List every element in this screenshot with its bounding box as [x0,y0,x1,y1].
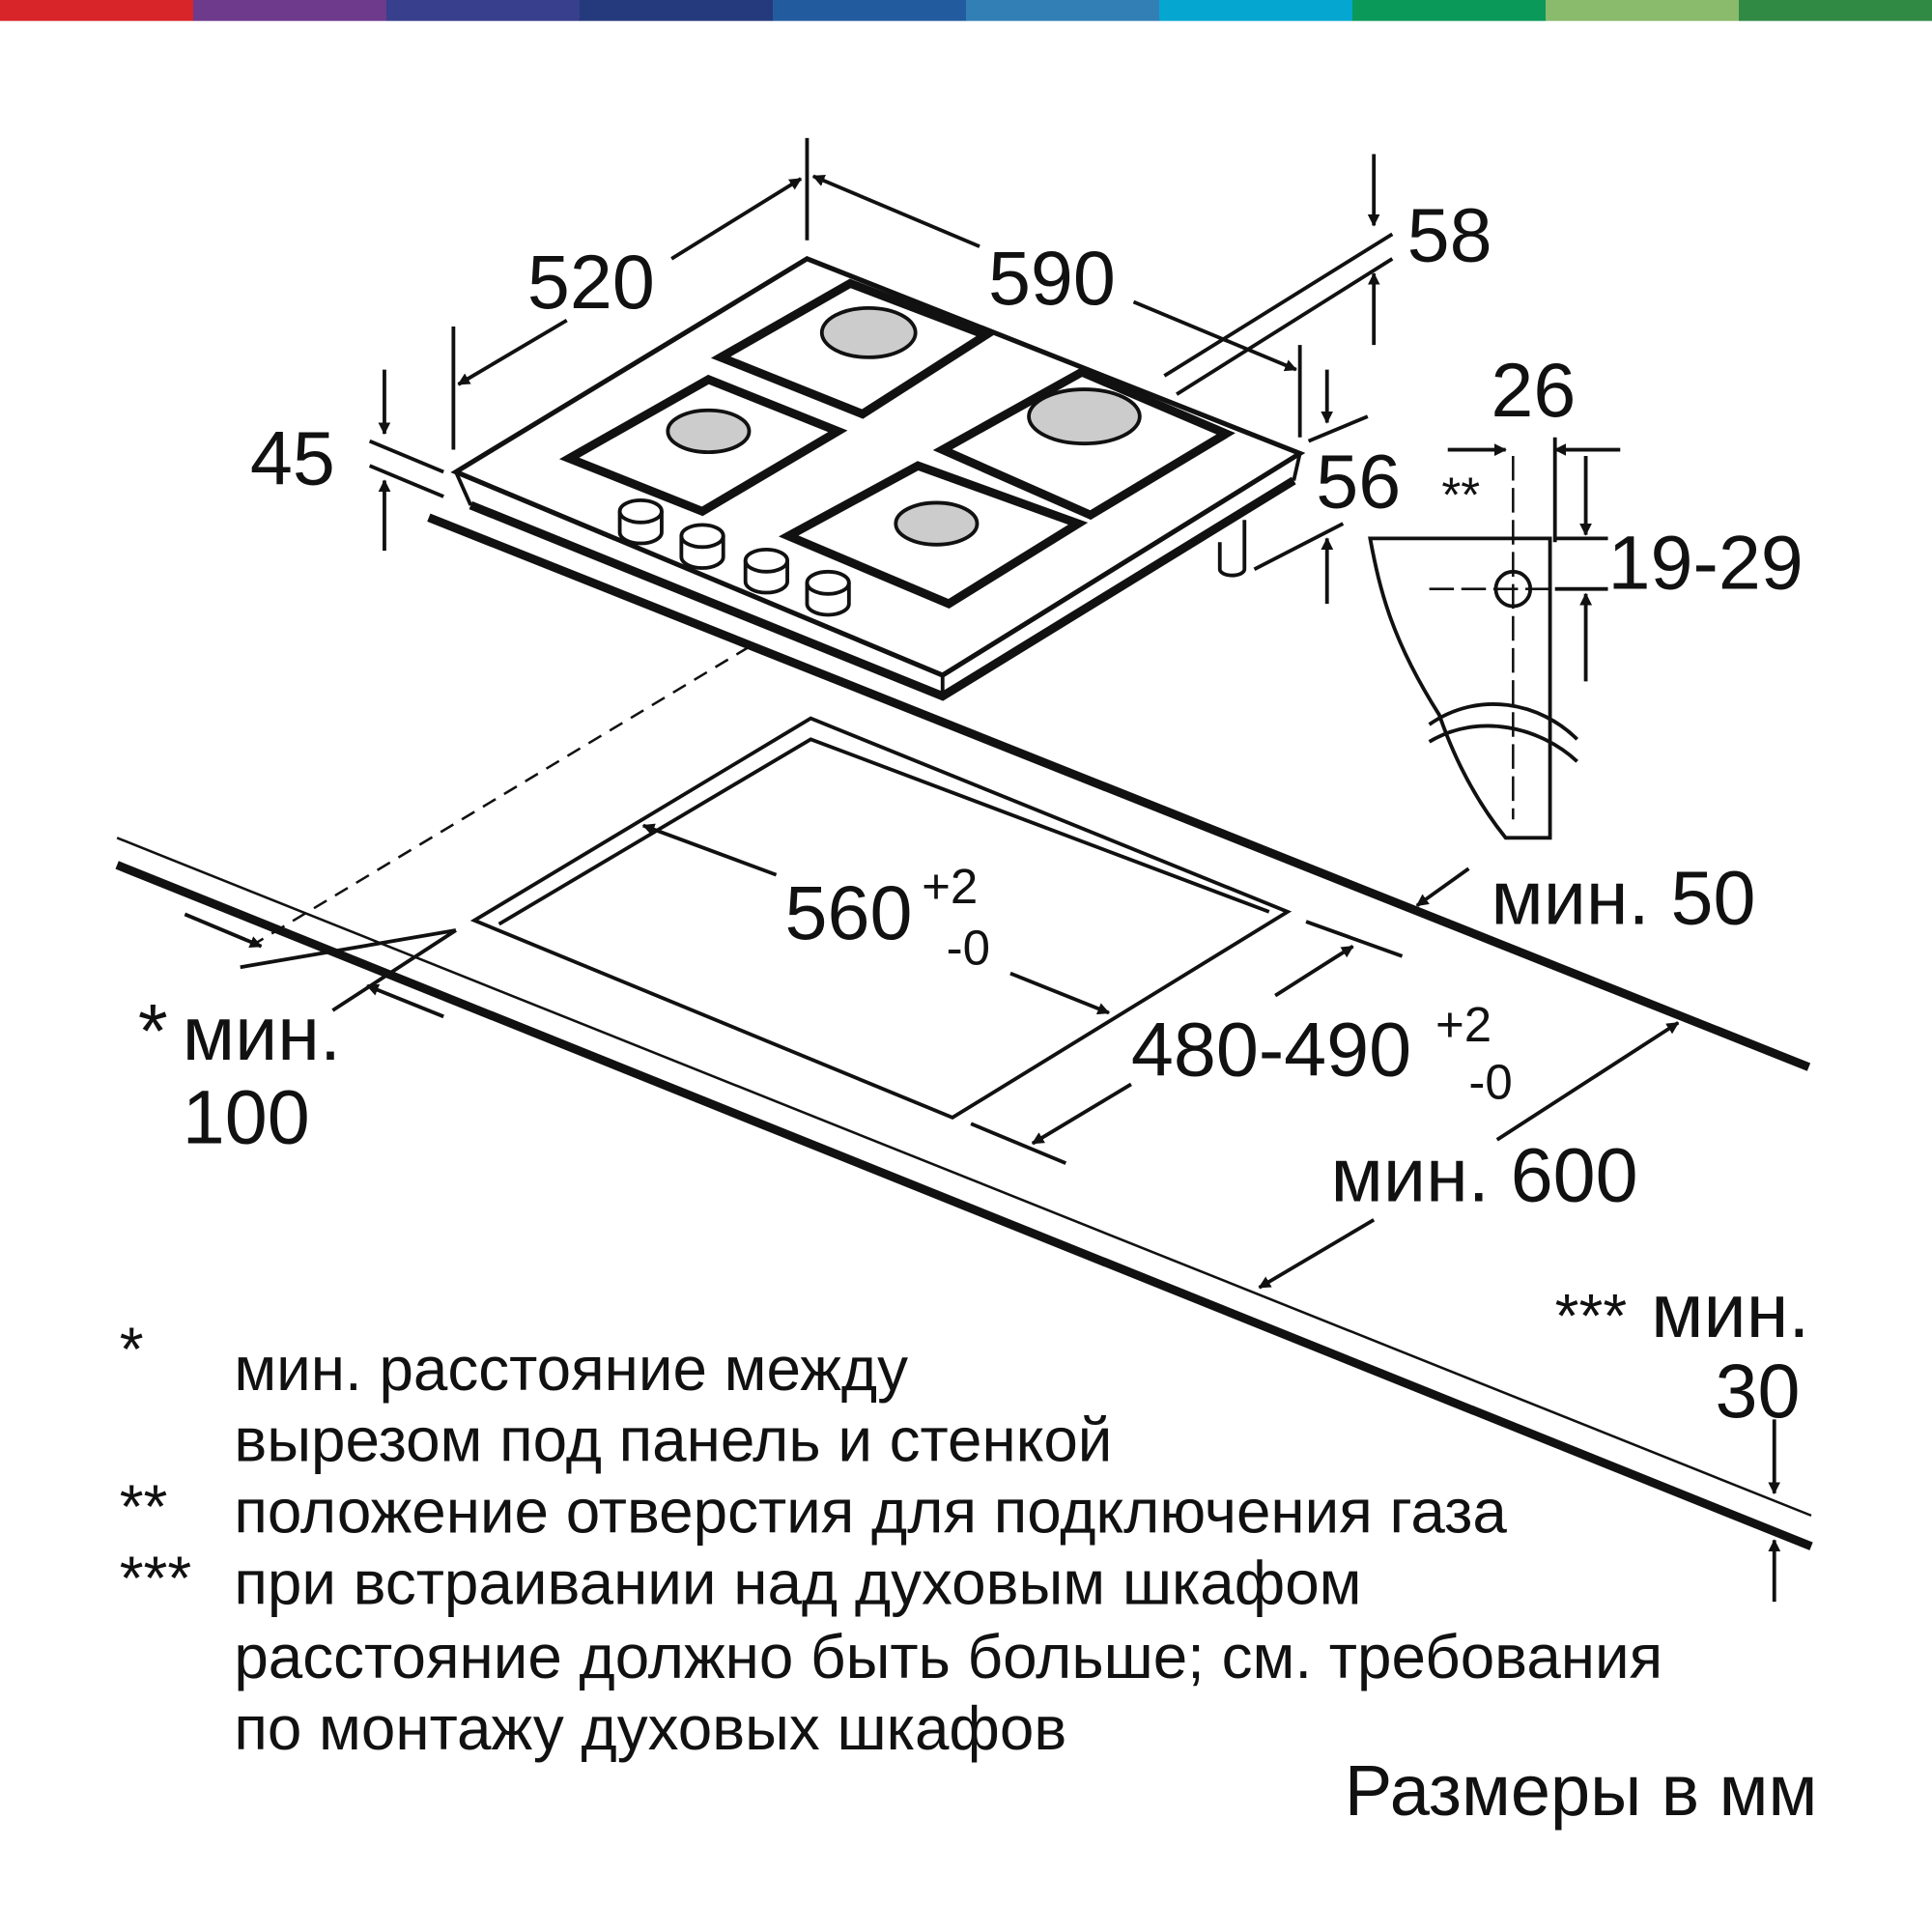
dim-min-worktop-stars: *** [1555,1281,1627,1350]
dim-min-side-value: 100 [183,1074,310,1160]
dim-cutout-depth: 480-490 [1131,1007,1411,1093]
brand-color-bar [0,0,1932,21]
color-bar-segment [193,0,387,21]
dim-min-back: мин. 50 [1491,855,1755,941]
dim-min-side-label: мин. [183,990,341,1076]
dim-cutout-depth-tol-plus: +2 [1435,997,1492,1052]
color-bar-segment [1738,0,1932,21]
note-marker: * [120,1314,144,1383]
dim-gas-offset: 26 [1491,347,1576,433]
color-bar-segment [773,0,967,21]
dimension-lines [184,137,1774,1603]
color-bar-segment [386,0,581,21]
dim-min-worktop-label: мин. [1651,1267,1809,1353]
cutout-outline [469,716,1293,1121]
footnotes: * мин. расстояние между вырезом под пане… [120,1314,1662,1763]
color-bar-segment [580,0,774,21]
dim-cutout-width: 560 [785,869,913,955]
burner-left [558,374,848,517]
note-line: положение отверстия для подключения газа [234,1477,1507,1547]
units-label: Размеры в мм [1345,1750,1818,1831]
worktop [115,513,1813,1550]
dim-cutout-width-tol-minus: -0 [947,921,990,976]
dim-cutout-depth-tol-minus: -0 [1468,1055,1512,1110]
control-knobs [617,497,851,617]
note-line: мин. расстояние между [234,1334,908,1404]
dim-min-depth: мин. 600 [1331,1132,1638,1218]
dim-gas-height: 19-29 [1608,520,1804,606]
burner-back [710,278,996,419]
hob-bottom-edge [469,476,1296,701]
note-marker: ** [120,1472,168,1542]
burner-right [932,367,1236,521]
note-line: вырезом под панель и стенкой [234,1406,1112,1475]
dim-height-body: 56 [1316,439,1401,525]
dim-width: 590 [988,235,1116,321]
dim-height-total: 58 [1407,191,1492,277]
gas-connection-detail [1368,455,1603,840]
dim-depth: 520 [527,239,655,325]
color-bar-segment [1159,0,1353,21]
gas-connector [1217,520,1247,578]
color-bar-segment [966,0,1160,21]
note-line: расстояние должно быть больше; см. требо… [234,1622,1662,1691]
gas-marker: ** [1441,467,1480,522]
dim-cutout-width-tol-plus: +2 [922,859,978,914]
note-line: при встраивании над духовым шкафом [234,1548,1361,1618]
dim-min-side-star: * [138,987,168,1073]
note-line: по монтажу духовых шкафов [234,1693,1066,1763]
color-bar-segment [1352,0,1547,21]
hob-drawing [450,256,1306,701]
dim-min-worktop-value: 30 [1716,1348,1801,1434]
dim-height-front: 45 [250,414,335,500]
color-bar-segment [0,0,194,21]
note-marker: *** [120,1544,191,1613]
burner-front [779,461,1089,610]
color-bar-segment [1546,0,1740,21]
